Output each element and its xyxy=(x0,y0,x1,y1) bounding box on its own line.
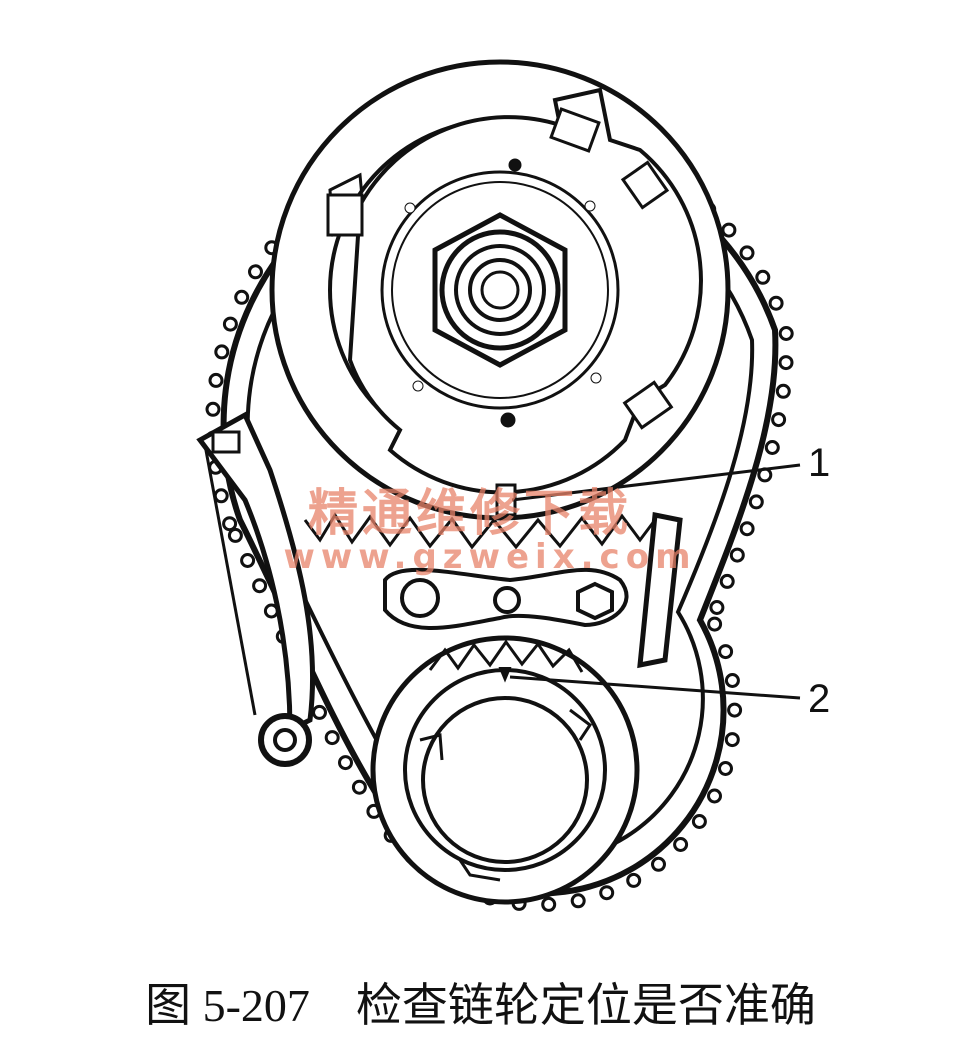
crankshaft-timing-mark xyxy=(498,667,512,683)
chain-link-pin xyxy=(719,573,735,589)
chain-link-pin xyxy=(214,344,230,360)
callout-label-2: 2 xyxy=(808,677,830,721)
chain-link-pin xyxy=(709,600,725,615)
chain-link-pin xyxy=(324,730,340,746)
chain-link-pin xyxy=(778,326,794,341)
figure-title: 检查链轮定位是否准确 xyxy=(355,978,816,1032)
chain-guide-right xyxy=(637,512,683,669)
chain-link-pin xyxy=(729,547,745,563)
chain-link-pin xyxy=(771,412,787,428)
chain-link-pin xyxy=(651,856,666,872)
chain-link-pin xyxy=(234,289,250,305)
chain-link-pin xyxy=(739,245,755,261)
figure-caption: 图 5-207 检查链轮定位是否准确 xyxy=(0,970,961,1040)
chain-link-pin xyxy=(351,779,367,795)
chain-link-pin xyxy=(205,401,221,417)
chain-link-pin xyxy=(775,383,791,399)
chain-link-pin xyxy=(570,893,586,909)
chain-link-pin xyxy=(626,872,642,888)
chain-link-pin xyxy=(768,295,784,311)
chain-link-pin xyxy=(748,494,764,510)
chain-link-pin xyxy=(724,732,740,748)
chain-link-pin xyxy=(222,316,238,332)
chain-link-pin xyxy=(208,372,224,388)
chain-link-pin xyxy=(312,704,327,720)
chain-tensioner xyxy=(196,411,316,767)
camshaft-sprocket xyxy=(269,59,731,550)
chain-link-pin xyxy=(727,702,743,718)
chain-link-pin xyxy=(248,264,263,280)
chain-link-pin xyxy=(755,269,771,285)
crankshaft-sprocket xyxy=(370,635,640,905)
watermark-url: www.gzweix.com xyxy=(283,537,696,577)
chain-link-pin xyxy=(707,788,722,804)
chain-link-pin xyxy=(227,527,243,543)
chain-link-pin xyxy=(673,837,689,852)
crankshaft-sprocket-teeth xyxy=(428,639,584,673)
figure-number: 图 5-207 xyxy=(145,980,310,1031)
chain-link-pin xyxy=(240,553,256,568)
chain-link-pin xyxy=(338,755,353,771)
chain-guide-bracket xyxy=(383,567,629,630)
chain-link-pin xyxy=(778,355,794,371)
watermark: 精通维修下载 www.gzweix.com xyxy=(283,483,696,577)
chain-link-pin xyxy=(721,222,737,238)
chain-link-pin xyxy=(718,761,733,776)
chain-link-pin xyxy=(739,521,755,537)
chain-link-pin xyxy=(691,814,707,829)
callout-leaders xyxy=(509,463,801,700)
chain-link-pin xyxy=(213,488,229,504)
chain-link-pin xyxy=(599,885,615,901)
callout-leader-1 xyxy=(511,463,801,502)
chain-link-pin xyxy=(718,644,734,660)
timing-chain-diagram: 1 2 精通维修下载 www.gzweix.com xyxy=(196,59,830,912)
chain-link-pin xyxy=(222,516,238,532)
chain-link-pin xyxy=(764,440,780,455)
chain-link-pin xyxy=(541,896,557,912)
chain-link-pin xyxy=(252,578,268,594)
watermark-text: 精通维修下载 xyxy=(308,483,632,542)
chain-link-pin xyxy=(724,673,740,688)
chain-link-pin xyxy=(707,616,723,632)
callout-label-1: 1 xyxy=(808,441,830,485)
camshaft-sprocket-teeth xyxy=(303,512,657,550)
callout-leader-2 xyxy=(509,675,801,700)
